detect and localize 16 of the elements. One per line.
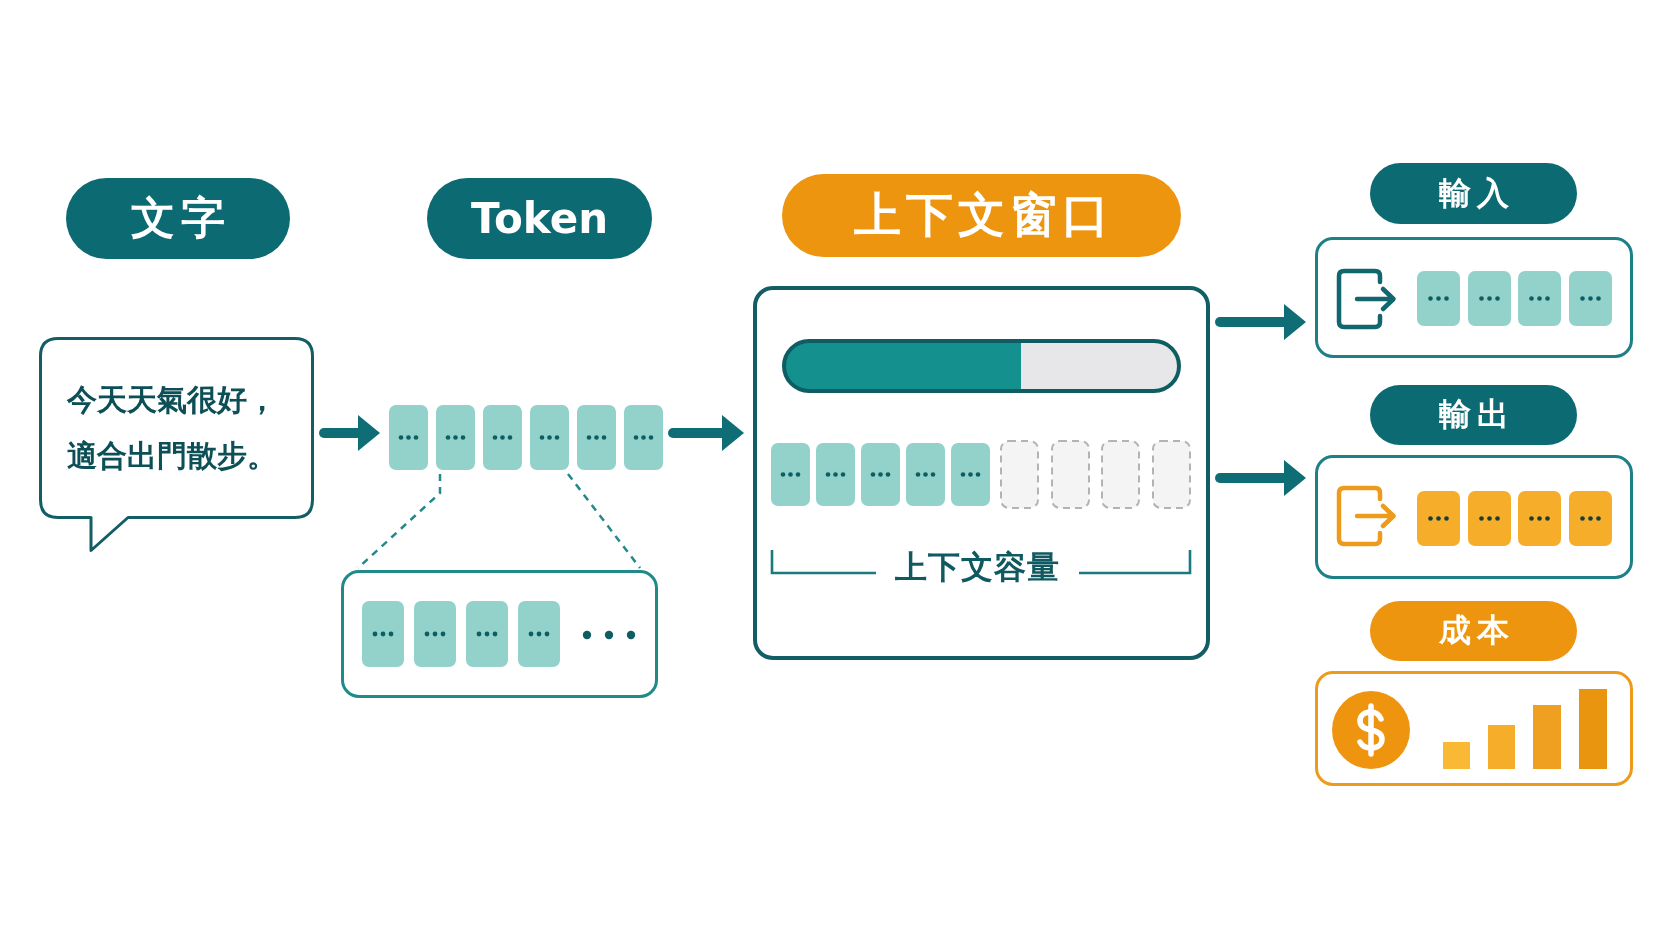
heading-pill: 上下文窗口 xyxy=(782,174,1181,257)
heading-pill: 輸出 xyxy=(1370,385,1577,445)
heading-pill: 成本 xyxy=(1370,601,1577,661)
capacity-label: 上下文容量 xyxy=(894,547,1060,588)
heading-pill: Token xyxy=(427,178,652,259)
dashed-line xyxy=(567,473,641,569)
window-panel xyxy=(753,286,1210,660)
bubble-text: 今天天氣很好，適合出門散步。 xyxy=(67,381,278,475)
token-panel xyxy=(1315,455,1633,579)
token-panel xyxy=(1315,237,1633,358)
heading-pill: 文字 xyxy=(66,178,290,259)
speech-bubble xyxy=(39,337,314,553)
heading-pill: 輸入 xyxy=(1370,163,1577,224)
dashed-line xyxy=(357,474,442,569)
zoom-panel xyxy=(341,570,658,698)
cost-panel xyxy=(1315,671,1633,786)
